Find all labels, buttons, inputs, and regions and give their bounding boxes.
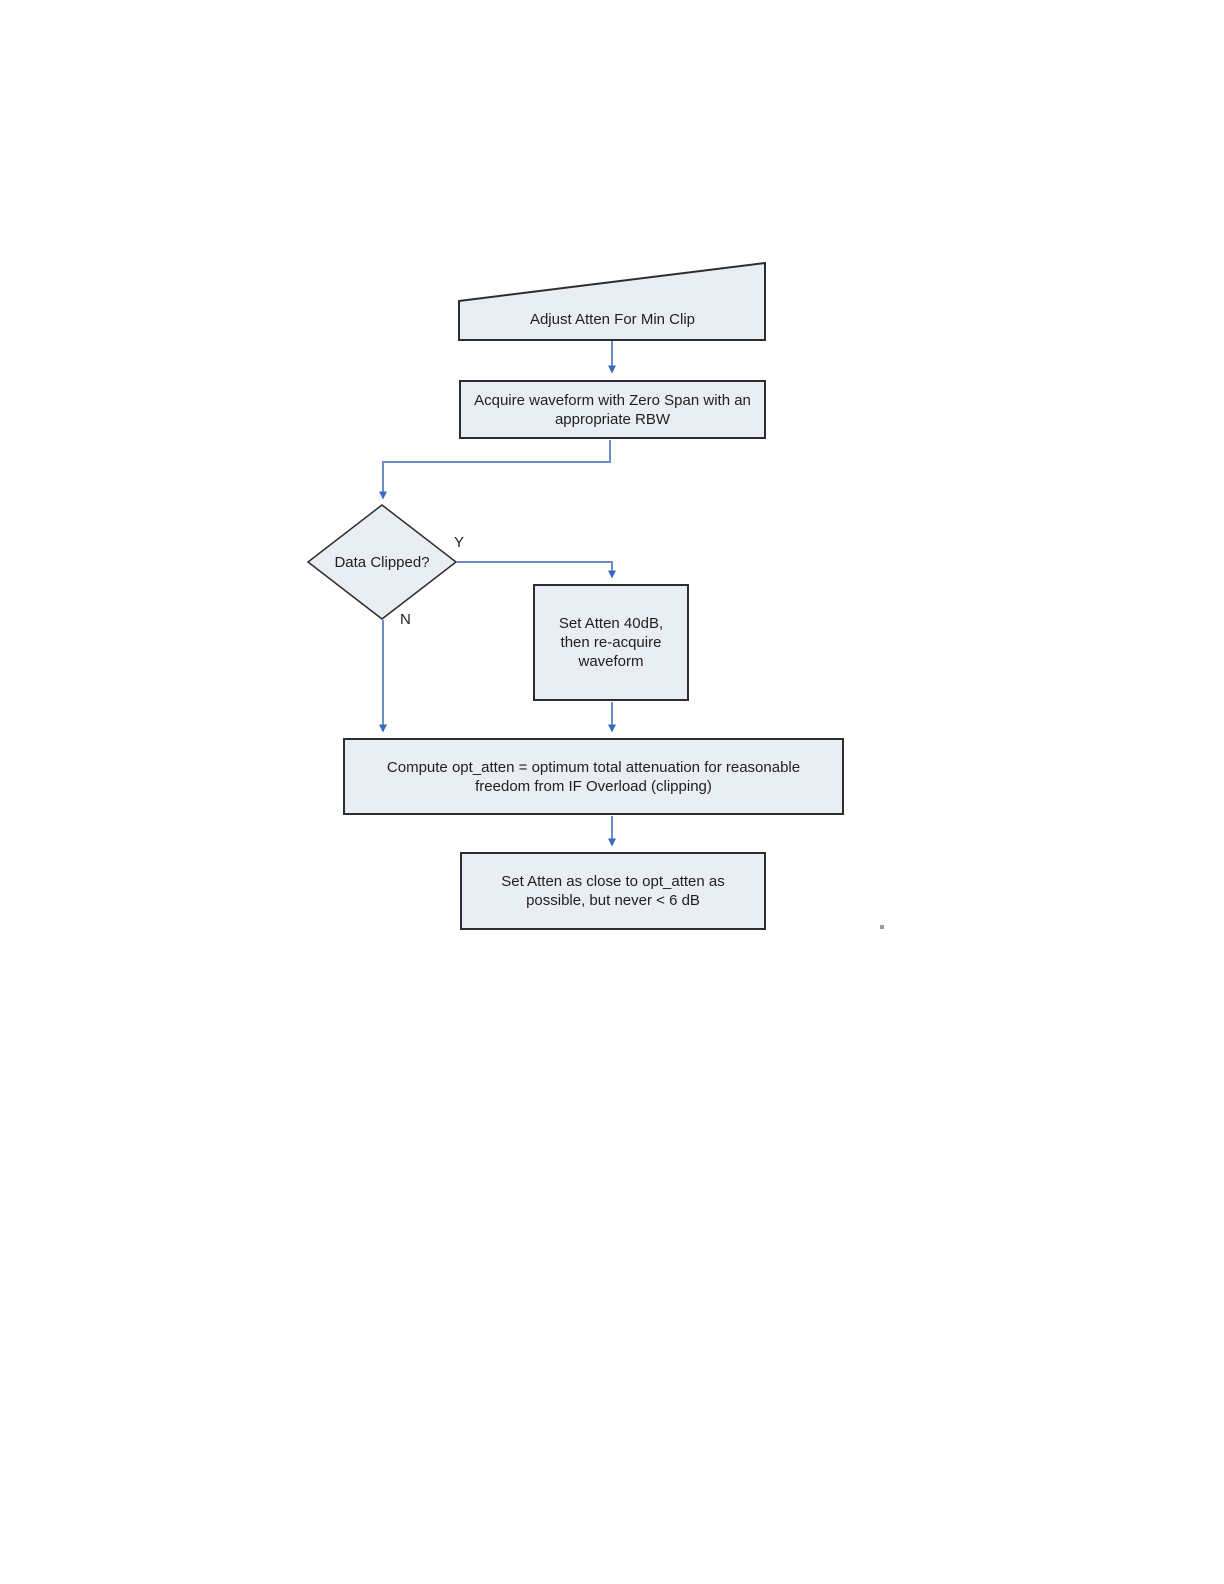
edge-label-yes: Y: [454, 534, 465, 551]
start-node-shape: [458, 261, 766, 341]
compute-opt-atten-node: Compute opt_atten = optimum total attenu…: [343, 738, 844, 815]
compute-opt-atten-label: Compute opt_atten = optimum total attenu…: [386, 758, 801, 795]
stray-dot: [880, 925, 884, 929]
edge-label-no: N: [400, 611, 411, 628]
decision-node-label: Data Clipped?: [334, 553, 430, 571]
arrow-acquire-to-decision: [379, 440, 611, 500]
arrow-decision-yes-to-reacquire: [457, 561, 616, 579]
start-node-label: Adjust Atten For Min Clip: [529, 311, 696, 328]
set-atten-40db-node: Set Atten 40dB, then re-acquire waveform: [533, 584, 689, 701]
set-atten-40db-label: Set Atten 40dB, then re-acquire waveform: [558, 615, 664, 670]
acquire-waveform-label: Acquire waveform with Zero Span with an …: [474, 391, 751, 428]
decision-diamond-shape: [306, 504, 458, 620]
set-atten-close-label: Set Atten as close to opt_atten as possi…: [501, 873, 725, 909]
acquire-waveform-node: Acquire waveform with Zero Span with an …: [459, 380, 766, 439]
set-atten-close-node: Set Atten as close to opt_atten as possi…: [460, 852, 766, 930]
